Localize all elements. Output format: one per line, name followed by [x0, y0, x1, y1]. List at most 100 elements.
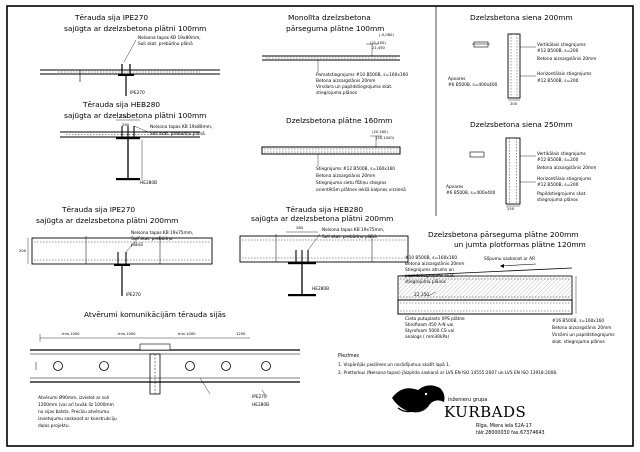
remark-2: 2. Prettorkus (Nelsona tapas) jāizpilda … — [338, 371, 558, 376]
openings-note-5: daļas projektu. — [38, 424, 70, 429]
detail-openings-beam — [30, 334, 300, 397]
monolith-100-note-1: Pamatstiegrojums #10 B500B, s=160x160 — [316, 73, 409, 78]
ipe270-100-profile: IPE270 — [130, 91, 145, 96]
heb280-100-subtitle: sajūgta ar dzelzsbetona plātni 100mm — [64, 111, 207, 120]
monolith-100-note-3: Virsdara un papildstiegrojuma skat. — [316, 85, 393, 90]
slab-160-note-3: Stiegrojuma sietu flīžiņu stiegros — [316, 181, 387, 186]
openings-dim-4: 1200 — [236, 332, 246, 336]
slab-200-top-note-5: stiegrojuma plānos — [405, 280, 447, 285]
wall-250-title: Dzelzsbetona siena 250mm — [470, 120, 573, 129]
ipe270-200-title: Tērauda sija IPE270 — [62, 205, 136, 214]
slab-160-note-4: orientētām plātnes iekšā kalpnes virzien… — [316, 188, 406, 193]
openings-dim-1: min.1000 — [62, 332, 80, 336]
monolith-100-level-3: 21,450 — [372, 46, 385, 50]
wall-250-label-4: Horizontālais stiegrojums — [537, 177, 592, 182]
slab-200-bottom-right-3: Virsāmi un papildstiegrojums — [552, 333, 615, 338]
wall-200-label-2: #12 B500B, s=200 — [537, 49, 579, 54]
heb280-100-dim-1: 280 — [122, 123, 130, 127]
detail-wall-250 — [469, 137, 536, 207]
detail-wall-200 — [472, 33, 536, 101]
ipe270-100-note-1: Nelaona tapas KB 19x80mm, — [138, 36, 201, 41]
wall-200-label-1: Vertikālais stiegrojums — [537, 43, 586, 48]
heb280-200-subtitle: sajūgta ar dzelzsbetona plātni 200mm — [251, 214, 394, 223]
slab-160-note-2: Betona aizsargslānis 20mm — [316, 174, 376, 179]
slab-200-slope-note: Slīpumu saskaņot ar AR — [484, 257, 536, 262]
ipe270-200-note-3: plānā — [131, 243, 143, 248]
monolith-100-subtitle: pārseguma plātne 100mm — [286, 24, 385, 33]
wall-250-left-label-1: Apvares — [446, 185, 464, 190]
wall-250-label-6: Papildstiegrojums skat. — [537, 192, 587, 197]
remarks-heading: Piezīmes — [338, 354, 360, 359]
heb280-100-note-1: Nelsona tapas KB 19x80mm, — [150, 125, 213, 130]
ipe270-100-note-2: Soli skat. prebūdņu plānā — [138, 42, 193, 47]
slab-160-level-1: (20,160) — [372, 130, 388, 134]
detail-heb280-100 — [60, 119, 200, 181]
wall-200-dim: 200 — [510, 102, 518, 106]
firm-name: KURBADS — [444, 403, 527, 421]
openings-dim-2: min.1000 — [118, 332, 136, 336]
slab-200-top-note-2: Betona aizsargslānis 20mm — [405, 262, 465, 267]
detail-slab-200-roof-120 — [397, 263, 577, 315]
openings-profile-2: HE280B — [252, 403, 270, 408]
wall-250-label-3: Betona aizsargslānis 20mm — [537, 166, 597, 171]
slab-160-note-1: Stiegrojums #12 B500B, s=160x160 — [316, 167, 396, 172]
sheet-frame — [6, 5, 634, 447]
wall-250-label-2: #12 B500B, s=200 — [537, 158, 579, 163]
wall-250-label-1: Vertikālais stiegrojums — [537, 152, 586, 157]
slab-200-subtitle: un jumta plotformas plātne 120mm — [454, 240, 586, 249]
ipe270-100-subtitle: sajūgta ar dzelzsbetona plātni 100mm — [64, 24, 207, 33]
ipe270-100-title: Tērauda sija IPE270 — [75, 13, 149, 22]
heb280-200-note-2: Soli skat. prebūdņu plānā — [322, 235, 377, 240]
openings-note-3: no sijas balsta. Precīzu atvērumu — [38, 410, 110, 415]
slab-200-top-note-1: #10 B500B, s=160x160 — [405, 256, 458, 261]
slab-200-level: 22,350 — [414, 293, 430, 298]
openings-note-1: Atvērumi Ø90mm, izvietot ar soli — [38, 396, 110, 401]
slab-160-level-2: (20,1000) — [376, 136, 395, 140]
slab-200-bottom-right-1: #16 B500B, s=160x160 — [552, 319, 605, 324]
slab-200-title: Dzelzsbetona pārseguma plātne 200mm — [428, 230, 579, 239]
monolith-100-level-2: (21,450) — [370, 41, 386, 45]
monolith-100-note-4: stiegrojuma plānos — [316, 91, 358, 96]
monolith-100-note-2: Betona aizsargslānis 20mm — [316, 79, 376, 84]
wall-200-left-label-2: #6 B500B, s=400x400 — [448, 83, 498, 88]
wall-250-dim: 250 — [507, 207, 515, 211]
openings-dim-3: min.1000 — [178, 332, 196, 336]
wall-250-label-5: #12 B500B, s=200 — [537, 183, 579, 188]
detail-monolith-slab-100 — [262, 43, 400, 72]
ipe270-200-note-1: Nelsona tapas KB 19x75mm, — [131, 231, 194, 236]
slab-200-bottom-right-4: skat. stiegrojuma plānos — [552, 340, 605, 345]
detail-slab-160 — [261, 135, 401, 166]
slab-200-bottom-left-2: Stirofloam 450 A-N vai — [405, 323, 454, 328]
slab-200-bottom-left-3: Styrofoam 5000 CS vai — [405, 329, 455, 334]
slab-200-bottom-left-4: analogs ( mm30kPa) — [405, 335, 450, 340]
heb280-100-profile: HE280B — [140, 181, 158, 186]
ipe270-200-note-2: Soli skat. prebūdņu — [131, 237, 173, 242]
wall-200-title: Dzelzsbetona siena 200mm — [470, 13, 573, 22]
slab-200-top-note-3: Stiegrojums atrums un — [405, 268, 455, 273]
remark-1: 1. Vispārējās piezīmes un norādījumus sk… — [338, 363, 451, 368]
detail-ipe270-200 — [27, 235, 213, 296]
ipe270-200-subtitle: sajūgta ar dzelzsbetona plātni 200mm — [36, 216, 179, 225]
openings-note-4: izvietojumu saskaņot ar konstrukciju — [38, 417, 117, 422]
wall-200-label-5: #12 B500B, s=200 — [537, 79, 579, 84]
wall-200-label-3: Betona aizsargslānis 20mm — [537, 57, 597, 62]
detail-ipe270-100 — [40, 39, 220, 96]
openings-title: Atvērumi komunikācijām tērauda sijās — [84, 310, 226, 319]
heb280-200-profile: HE280B — [312, 287, 330, 292]
wall-200-label-4: Horizontālais stiegrojums — [537, 72, 592, 77]
openings-note-2: 1200mm (vai arī tuvāk līz 1000mm — [38, 403, 114, 408]
wall-250-left-label-2: #6 B500B, s=400x400 — [446, 191, 496, 196]
wall-200-left-label-1: Apvares — [448, 77, 466, 82]
heb280-100-dim-2: 320 — [120, 115, 128, 119]
firm-tagline: inženieru grupa — [448, 397, 488, 403]
firm-address: Rīga, Miera iela 52A-17 — [476, 424, 532, 429]
slab-200-bottom-right-2: Betona aizsargslānis 20mm — [552, 326, 612, 331]
firm-phone: tālr.28000030 fax.67374643 — [476, 431, 545, 436]
monolith-100-level-1: (-0,080) — [379, 33, 394, 37]
heb280-200-title: Tērauda sija HEB280 — [286, 205, 364, 214]
ipe270-200-profile: IPE270 — [126, 293, 141, 298]
monolith-100-title: Monolīta dzelzsbetona — [288, 13, 371, 22]
heb280-100-title: Tērauda sija HEB280 — [83, 100, 161, 109]
